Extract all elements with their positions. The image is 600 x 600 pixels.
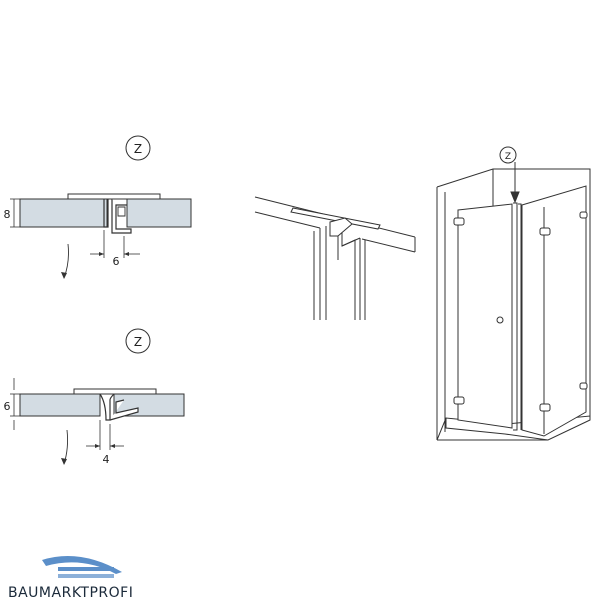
zone-circle-enclosure [499, 146, 517, 164]
logo-roof-swoosh [42, 556, 122, 574]
hinge-left-top [453, 217, 465, 226]
profile-flange-perspective [290, 207, 381, 230]
profile-web-top [103, 199, 109, 228]
arrowhead [110, 444, 115, 448]
zone-arrowhead [510, 191, 520, 204]
glass-panel-left-bottom [19, 393, 101, 417]
zone-label-bottom: Z [134, 335, 142, 349]
arrowhead [99, 252, 104, 256]
zone-label-enclosure: Z [505, 152, 511, 162]
profile-lip-top [117, 206, 126, 217]
arrowhead [61, 272, 67, 279]
detail-top: Z 8 6 [4, 135, 192, 279]
zone-circle-top [125, 135, 151, 161]
detail-bottom: Z 6 4 [4, 328, 185, 466]
brand-logo: BAUMARKTPROFI [8, 556, 133, 600]
door-right [521, 185, 587, 437]
hinge-right-top [539, 227, 551, 236]
profile-channel-bottom [109, 399, 139, 421]
profile-web-bottom [99, 393, 115, 421]
vertical-panel-left [313, 226, 327, 320]
tray-edge [445, 418, 549, 441]
arrowhead [124, 252, 129, 256]
hinge-far-top [579, 211, 588, 219]
hinge-right-bottom [539, 403, 551, 412]
vertical-channel-right [337, 232, 366, 320]
glass-panel-left-top [19, 198, 108, 228]
hinge-left-bottom [453, 396, 465, 405]
channel-top-lip [329, 217, 353, 237]
gap-width-label-top: 6 [113, 255, 120, 268]
logo-text: BAUMARKTPROFI [8, 585, 133, 600]
perspective-detail [254, 196, 416, 320]
glass-thickness-label-bottom: 6 [4, 400, 11, 413]
zone-circle-bottom [125, 328, 151, 354]
channel-edge [341, 237, 361, 247]
corner-profile [513, 202, 522, 431]
profile-flange-top [67, 193, 161, 200]
glass-thickness-label-top: 8 [4, 208, 11, 221]
glass-panel-right-top [126, 198, 192, 228]
arrowhead [95, 444, 100, 448]
profile-channel-top [111, 199, 132, 234]
hinge-far-bottom [579, 382, 588, 390]
logo-bar [58, 567, 114, 571]
door-left [457, 203, 513, 429]
shower-enclosure [436, 146, 591, 441]
zone-label-top: Z [134, 142, 142, 156]
logo-bar-2 [58, 574, 114, 578]
profile-flange-bottom [73, 388, 157, 395]
arrowhead [61, 458, 67, 465]
gap-width-label-bottom: 4 [103, 453, 110, 466]
door-knob [496, 316, 504, 324]
